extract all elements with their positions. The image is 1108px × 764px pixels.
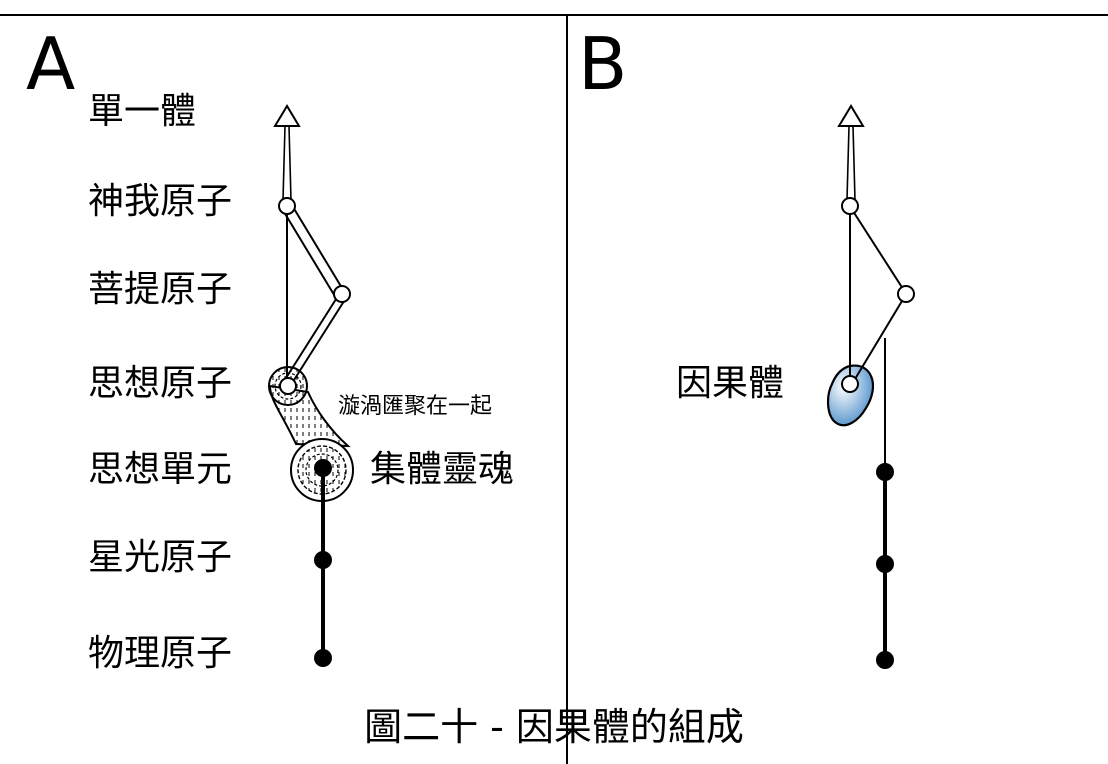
mental-atom-a	[279, 377, 297, 395]
physical-atom-b	[876, 651, 894, 669]
atmic-buddhic-line-a2	[283, 211, 337, 299]
level-label-astral-atom: 星光原子	[88, 537, 233, 578]
level-label-mental-atom: 思想原子	[88, 363, 233, 404]
astral-atom-a	[314, 551, 332, 569]
buddhic-mental-line-b	[851, 295, 906, 385]
panel-b-letter: B	[578, 22, 628, 106]
mental-unit-vortex-inner	[305, 453, 339, 487]
monad-triangle-b	[837, 104, 865, 127]
monad-triangle-a	[273, 104, 301, 127]
mental-unit-a	[314, 459, 332, 477]
physical-atom-a	[314, 649, 332, 667]
vortex-note: 漩渦匯聚在一起	[338, 394, 493, 419]
mental-atom-b	[841, 375, 859, 393]
causal-body-shape	[826, 364, 875, 427]
panel-divider	[566, 14, 568, 764]
group-soul-label: 集體靈魂	[370, 449, 515, 490]
monad-line-a2	[288, 125, 292, 201]
monad-line-b2	[852, 125, 856, 201]
monad-line-a1	[282, 125, 286, 201]
mental-atom-inner-ring	[274, 372, 302, 400]
level-label-atmic-atom: 神我原子	[88, 181, 233, 222]
atmic-atom-b	[841, 197, 859, 215]
level-label-monad: 單一體	[88, 91, 197, 132]
causal-body-label: 因果體	[676, 363, 785, 404]
mental-unit-b	[876, 463, 894, 481]
level-label-physical-atom: 物理原子	[88, 633, 233, 674]
buddhic-atom-a	[333, 285, 351, 303]
buddhic-mental-line-a1	[293, 297, 347, 381]
monad-line-b1	[846, 125, 850, 201]
atmic-buddhic-line-a1	[289, 201, 343, 289]
figure-caption: 圖二十 - 因果體的組成	[364, 705, 744, 749]
panel-b-diagram	[826, 104, 915, 669]
panel-a-diagram	[268, 104, 354, 667]
level-label-buddhic-atom: 菩提原子	[88, 269, 233, 310]
level-label-mental-unit: 思想單元	[88, 449, 233, 490]
buddhic-mental-line-a2	[285, 295, 339, 379]
top-border	[0, 14, 1108, 16]
buddhic-atom-b	[897, 285, 915, 303]
panel-a-letter: A	[26, 22, 76, 106]
atmic-atom-a	[278, 197, 296, 215]
atmic-buddhic-line-b	[850, 207, 906, 293]
astral-atom-b	[876, 555, 894, 573]
